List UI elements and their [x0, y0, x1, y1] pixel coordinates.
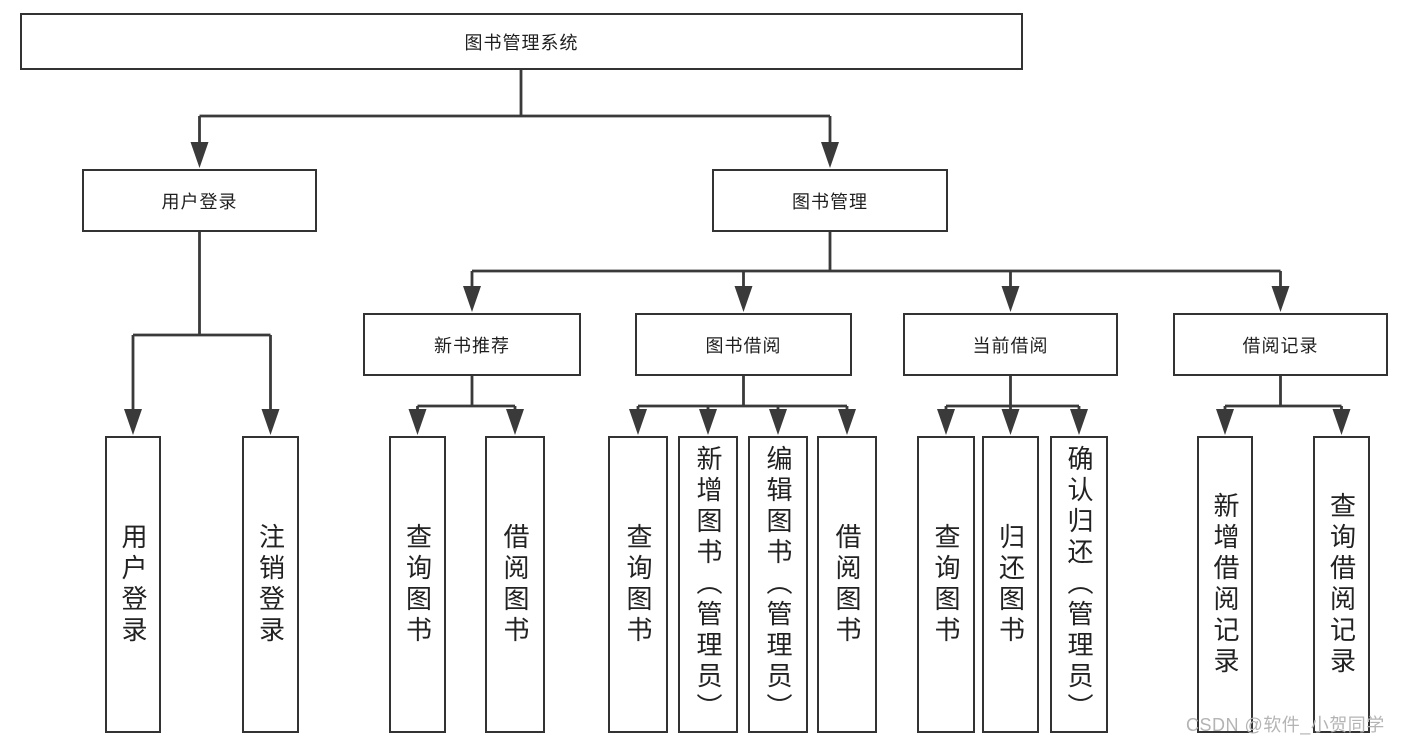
arrowhead-icon: [1070, 409, 1088, 435]
node-book-management-label: 图书管理: [792, 191, 868, 212]
arrowhead-icon: [769, 409, 787, 435]
node-book-borrowing-label: 图书借阅: [705, 335, 782, 356]
node-new-book-recommend: 新书推荐: [363, 313, 581, 376]
leaf-query-borrow-record: 查询借阅记录: [1313, 436, 1370, 733]
leaf-add-books-admin-label: 新增图书（管理员）: [693, 445, 723, 724]
leaf-user-login: 用户登录: [105, 436, 161, 733]
leaf-query-books-recommend-label: 查询图书: [402, 522, 433, 647]
leaf-confirm-return-admin: 确认归还（管理员）: [1050, 436, 1108, 733]
arrowhead-icon: [261, 409, 280, 435]
leaf-user-login-label: 用户登录: [118, 522, 148, 647]
arrowhead-icon: [838, 409, 856, 435]
arrowhead-icon: [937, 409, 955, 435]
node-borrowing-records-label: 借阅记录: [1242, 335, 1319, 356]
leaf-edit-books-admin-label: 编辑图书（管理员）: [763, 445, 793, 724]
leaf-add-books-admin: 新增图书（管理员）: [678, 436, 738, 733]
leaf-query-borrow-record-label: 查询借阅记录: [1326, 491, 1357, 678]
leaf-add-borrow-record: 新增借阅记录: [1197, 436, 1253, 733]
leaf-logout: 注销登录: [242, 436, 299, 733]
arrowhead-icon: [190, 142, 209, 168]
arrowhead-icon: [1001, 409, 1020, 435]
arrowhead-icon: [1271, 286, 1290, 312]
arrowhead-icon: [821, 142, 839, 168]
leaf-return-books: 归还图书: [982, 436, 1039, 733]
node-current-borrowing: 当前借阅: [903, 313, 1118, 376]
node-book-management: 图书管理: [712, 169, 948, 232]
leaf-query-books-current: 查询图书: [917, 436, 975, 733]
connector-elbows: [131, 70, 1343, 412]
node-current-borrowing-label: 当前借阅: [972, 335, 1049, 356]
node-book-borrowing: 图书借阅: [635, 313, 852, 376]
arrowhead-icon: [734, 286, 753, 312]
csdn-watermark: CSDN @软件_小贺同学: [1186, 715, 1385, 735]
leaf-add-borrow-record-label: 新增借阅记录: [1210, 491, 1240, 678]
leaf-query-books-borrowing-label: 查询图书: [623, 522, 653, 647]
node-new-book-recommend-label: 新书推荐: [434, 335, 510, 356]
arrowhead-icon: [506, 409, 524, 435]
leaf-confirm-return-admin-label: 确认归还（管理员）: [1064, 445, 1094, 724]
arrowhead-icon: [699, 409, 717, 435]
arrowhead-icon: [629, 409, 647, 435]
node-root-label: 图书管理系统: [464, 32, 579, 53]
leaf-query-books-current-label: 查询图书: [931, 522, 961, 647]
leaf-edit-books-admin: 编辑图书（管理员）: [748, 436, 808, 733]
leaf-return-books-label: 归还图书: [995, 522, 1026, 647]
leaf-query-books-borrowing: 查询图书: [608, 436, 668, 733]
leaf-logout-label: 注销登录: [255, 522, 286, 647]
leaf-borrow-books-recommend: 借阅图书: [485, 436, 545, 733]
arrowhead-icon: [1216, 409, 1234, 435]
leaf-borrow-books-label: 借阅图书: [832, 522, 862, 647]
node-borrowing-records: 借阅记录: [1173, 313, 1388, 376]
node-user-login-label: 用户登录: [161, 191, 238, 212]
connector-arrowheads: [124, 142, 1351, 435]
node-user-login: 用户登录: [82, 169, 317, 232]
arrowhead-icon: [408, 409, 427, 435]
arrowhead-icon: [1001, 286, 1020, 312]
arrowhead-icon: [1332, 409, 1351, 435]
node-root: 图书管理系统: [20, 13, 1023, 70]
leaf-borrow-books: 借阅图书: [817, 436, 877, 733]
arrowhead-icon: [463, 286, 481, 312]
leaf-borrow-books-recommend-label: 借阅图书: [500, 522, 530, 647]
arrowhead-icon: [124, 409, 142, 435]
leaf-query-books-recommend: 查询图书: [389, 436, 446, 733]
